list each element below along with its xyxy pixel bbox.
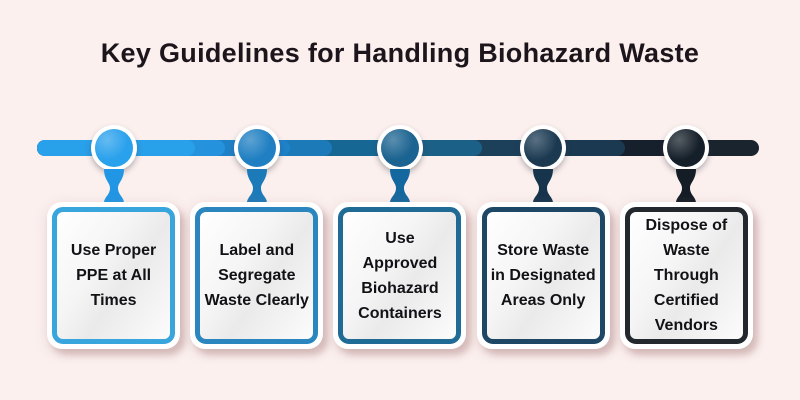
connector-stem-icon	[676, 169, 697, 203]
step-4: Store Waste in Designated Areas Only	[472, 125, 615, 349]
node-circle-icon	[380, 129, 419, 167]
connector-stem-icon	[246, 169, 267, 203]
guideline-card-4: Store Waste in Designated Areas Only	[476, 202, 610, 349]
guideline-text: Label and Segregate Waste Clearly	[204, 242, 309, 309]
node-circle-icon	[94, 129, 133, 167]
page-title: Key Guidelines for Handling Biohazard Wa…	[100, 38, 700, 68]
step-1: Use Proper PPE at All Times	[42, 125, 185, 349]
guideline-card-2: Label and Segregate Waste Clearly	[190, 202, 324, 349]
guideline-card-1: Use Proper PPE at All Times	[47, 202, 181, 349]
node-circle-icon	[237, 129, 276, 167]
timeline-node-4	[520, 125, 567, 171]
node-circle-icon	[524, 129, 563, 167]
guideline-text: Use Approved Biohazard Containers	[358, 229, 442, 322]
step-3: Use Approved Biohazard Containers	[328, 125, 471, 349]
node-circle-icon	[667, 129, 706, 167]
guideline-card-5: Dispose of Waste Through Certified Vendo…	[619, 202, 753, 349]
guideline-text: Store Waste in Designated Areas Only	[490, 242, 596, 309]
connector-stem-icon	[533, 169, 554, 203]
connector-stem-icon	[103, 169, 124, 203]
guideline-text: Use Proper PPE at All Times	[70, 242, 157, 309]
timeline-node-3	[376, 125, 423, 171]
step-2: Label and Segregate Waste Clearly	[185, 125, 328, 349]
connector-stem-icon	[389, 169, 410, 203]
timeline-node-1	[90, 125, 137, 171]
timeline-node-2	[233, 125, 280, 171]
timeline-node-5	[663, 125, 710, 171]
steps-row: Use Proper PPE at All Times Label and Se…	[42, 125, 758, 349]
guideline-card-3: Use Approved Biohazard Containers	[333, 202, 467, 349]
guideline-text: Dispose of Waste Through Certified Vendo…	[645, 217, 728, 334]
step-5: Dispose of Waste Through Certified Vendo…	[615, 125, 758, 349]
